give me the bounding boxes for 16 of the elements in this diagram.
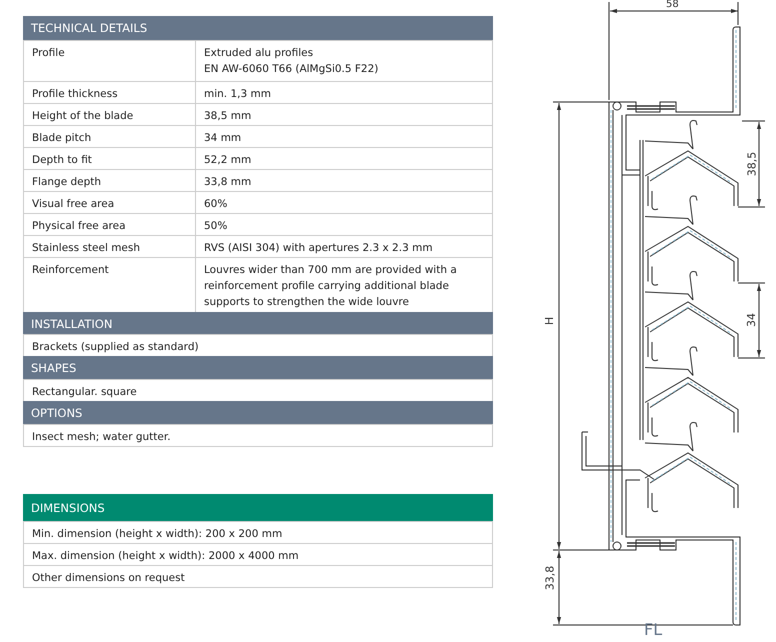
section-header: TECHNICAL DETAILS [23, 16, 493, 40]
section-header: SHAPES [23, 356, 493, 379]
section-header: INSTALLATION [23, 312, 493, 334]
dimension-label: 33,8 [544, 566, 556, 590]
table-cell: Insect mesh; water gutter. [23, 424, 493, 447]
table-cell: Other dimensions on request [23, 565, 493, 588]
dimension-label: H [544, 316, 556, 326]
dimension-label: 38,5 [746, 152, 758, 176]
table-cell: Max. dimension (height x width): 2000 x 4000 mm [23, 543, 493, 566]
table-cell: Min. dimension (height x width): 200 x 200 mm [23, 521, 493, 544]
section-header: OPTIONS [23, 401, 493, 424]
drawing-label: FL [644, 622, 662, 638]
section-header: DIMENSIONS [23, 494, 493, 521]
table-cell: Profile [23, 40, 196, 82]
table-cell: Extruded alu profiles EN AW-6060 T66 (AlMgSi0.5 F22) [195, 40, 493, 82]
dimension-label: 34 [746, 313, 758, 327]
